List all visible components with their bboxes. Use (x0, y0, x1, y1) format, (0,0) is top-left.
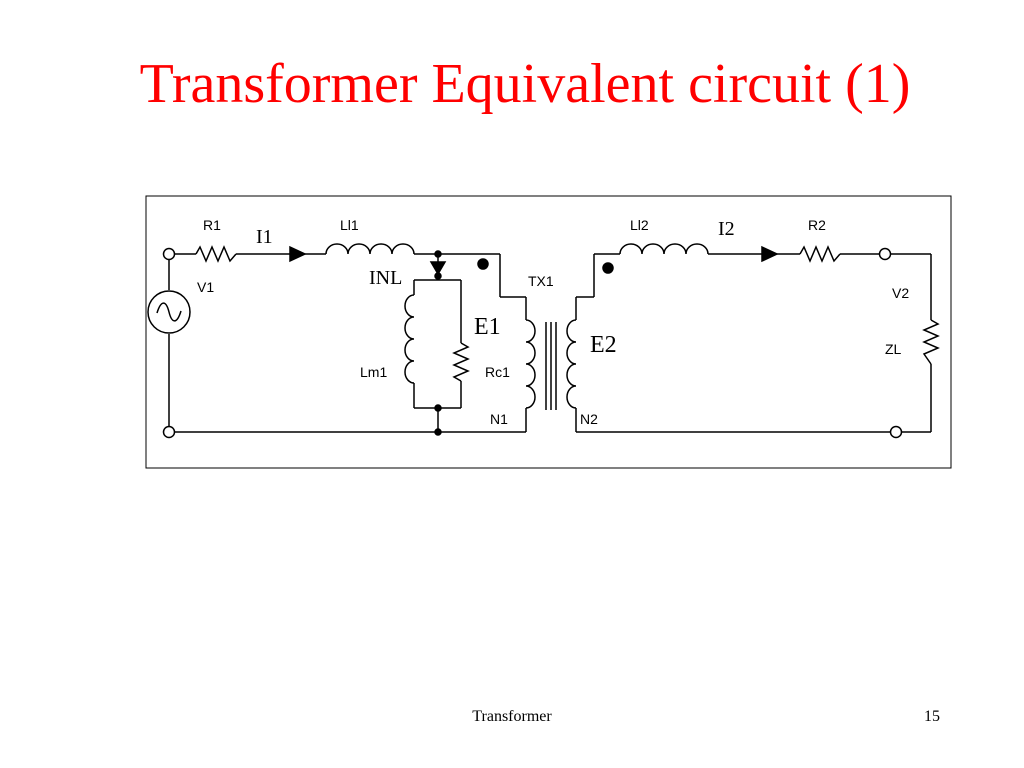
zl-resistor-icon (922, 319, 940, 365)
v1-terminal-bottom-icon (162, 425, 176, 439)
label-i2: I2 (718, 218, 735, 240)
ll2-inductor-icon (619, 243, 709, 255)
i2-current-arrow-icon (761, 245, 779, 263)
r2-resistor-icon (799, 245, 841, 263)
n1-winding-icon (525, 319, 536, 409)
v2-terminal-top-icon (878, 247, 892, 261)
r1-resistor-icon (195, 245, 237, 263)
ll1-inductor-icon (325, 243, 415, 255)
label-e2: E2 (590, 332, 617, 358)
label-v1: V1 (197, 279, 214, 295)
label-n1: N1 (490, 411, 508, 427)
label-e1: E1 (474, 314, 501, 340)
transformer-core-icon (545, 322, 557, 410)
n2-winding-icon (566, 319, 577, 409)
lm1-inductor-icon (404, 294, 415, 384)
inl-current-arrow-icon (429, 261, 447, 276)
page-number: 15 (924, 708, 940, 725)
v2-terminal-bottom-icon (889, 425, 903, 439)
slide-title: Transformer Equivalent circuit (1) (139, 53, 911, 115)
label-r2: R2 (808, 217, 826, 233)
label-r1: R1 (203, 217, 221, 233)
label-lm1: Lm1 (360, 364, 387, 380)
label-v2: V2 (892, 285, 909, 301)
label-n2: N2 (580, 411, 598, 427)
label-rc1: Rc1 (485, 364, 510, 380)
label-zl: ZL (885, 341, 902, 357)
secondary-polarity-dot-icon (602, 262, 614, 274)
i1-current-arrow-icon (289, 245, 307, 263)
label-tx1: TX1 (528, 273, 554, 289)
ac-source-icon (147, 290, 191, 334)
diagram-frame (145, 195, 952, 469)
label-inl: INL (369, 267, 402, 289)
label-ll2: Ll2 (630, 217, 649, 233)
footer-title: Transformer (472, 708, 552, 725)
label-ll1: Ll1 (340, 217, 359, 233)
v1-terminal-top-icon (162, 247, 176, 261)
label-i1: I1 (256, 226, 273, 248)
primary-polarity-dot-icon (477, 258, 489, 270)
rc1-resistor-icon (452, 342, 470, 382)
